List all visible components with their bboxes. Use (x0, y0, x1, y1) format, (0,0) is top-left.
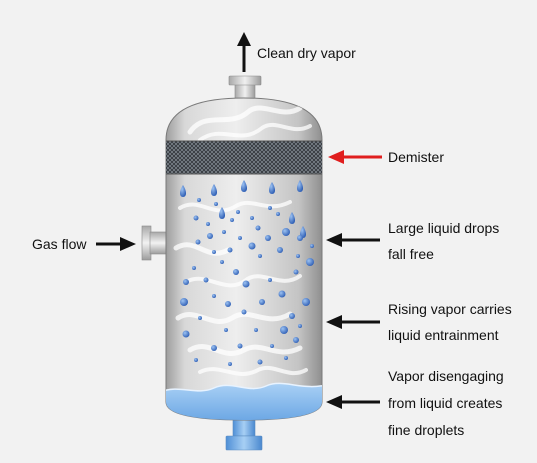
disengaging-arrow (326, 395, 380, 409)
droplet (265, 235, 271, 241)
falling-drop (241, 180, 247, 192)
droplet (255, 225, 261, 231)
demister-label: Demister (388, 149, 444, 165)
droplet (236, 210, 240, 214)
disengaging-label-line2: from liquid creates (388, 395, 502, 411)
falling-drop (300, 226, 306, 238)
falling-drop (219, 207, 225, 219)
disengaging-label-line1: Vapor disengaging (388, 368, 504, 384)
droplet (194, 358, 198, 362)
droplet (250, 216, 254, 220)
droplet (259, 299, 265, 305)
droplet (220, 260, 224, 264)
droplet (277, 247, 283, 253)
droplet (222, 230, 226, 234)
vapor-wisps (173, 105, 312, 376)
demister-arrow (328, 150, 382, 164)
droplet (182, 330, 190, 338)
gas-flow-label: Gas flow (32, 236, 87, 252)
falling-drop (211, 184, 217, 196)
droplet (254, 328, 258, 332)
droplet (212, 294, 216, 298)
droplet (195, 239, 201, 245)
falling-drop (180, 185, 186, 197)
droplet (296, 254, 300, 258)
droplet (289, 313, 295, 319)
droplet (241, 309, 247, 315)
droplet (238, 236, 242, 240)
droplet (306, 258, 314, 266)
droplet (237, 343, 243, 349)
droplet (228, 362, 232, 366)
droplet (248, 242, 256, 250)
droplet (230, 218, 234, 222)
droplet (302, 298, 310, 306)
gas-flow-arrow (96, 237, 136, 251)
large-drops-arrow (326, 233, 380, 247)
droplet (211, 345, 217, 351)
vapor-outlet-arrow (237, 32, 251, 72)
rising-vapor-label-line1: Rising vapor carries (388, 301, 512, 317)
droplet (242, 280, 250, 288)
droplet (257, 359, 263, 365)
droplet (282, 228, 290, 236)
top-outlet-nozzle (228, 75, 262, 103)
droplet (183, 279, 189, 285)
rising-vapor-label-line2: liquid entrainment (388, 327, 499, 343)
droplet (278, 290, 286, 298)
droplet (227, 247, 233, 253)
clean-dry-vapor-label: Clean dry vapor (257, 45, 356, 61)
droplet (284, 356, 288, 360)
droplet (198, 316, 202, 320)
droplet (180, 298, 188, 306)
droplet (193, 215, 199, 221)
falling-drop (269, 182, 275, 194)
droplet (310, 244, 314, 248)
droplet (258, 254, 262, 258)
rising-vapor-arrow (326, 315, 380, 329)
droplet (207, 233, 213, 239)
falling-drop (297, 180, 303, 192)
large-drops-label-line2: fall free (388, 246, 434, 262)
droplet (225, 301, 231, 307)
droplet (297, 235, 303, 241)
droplet (298, 324, 302, 328)
droplet (276, 212, 280, 216)
droplet (268, 206, 272, 210)
disengaging-label-line3: fine droplets (388, 422, 464, 438)
droplet (280, 326, 288, 334)
droplet (293, 269, 299, 275)
droplet (212, 250, 216, 254)
droplet (192, 266, 196, 270)
droplet (206, 222, 210, 226)
droplet (214, 202, 218, 206)
droplets (180, 180, 314, 366)
droplet (197, 198, 201, 202)
droplet (203, 277, 209, 283)
droplet (233, 269, 239, 275)
droplet (293, 337, 299, 343)
droplet (224, 328, 228, 332)
large-drops-label-line1: Large liquid drops (388, 220, 499, 236)
falling-drop (289, 212, 295, 224)
demister-pad (166, 140, 322, 175)
gas-inlet-nozzle (141, 225, 169, 261)
droplet (268, 278, 272, 282)
droplet (270, 344, 274, 348)
